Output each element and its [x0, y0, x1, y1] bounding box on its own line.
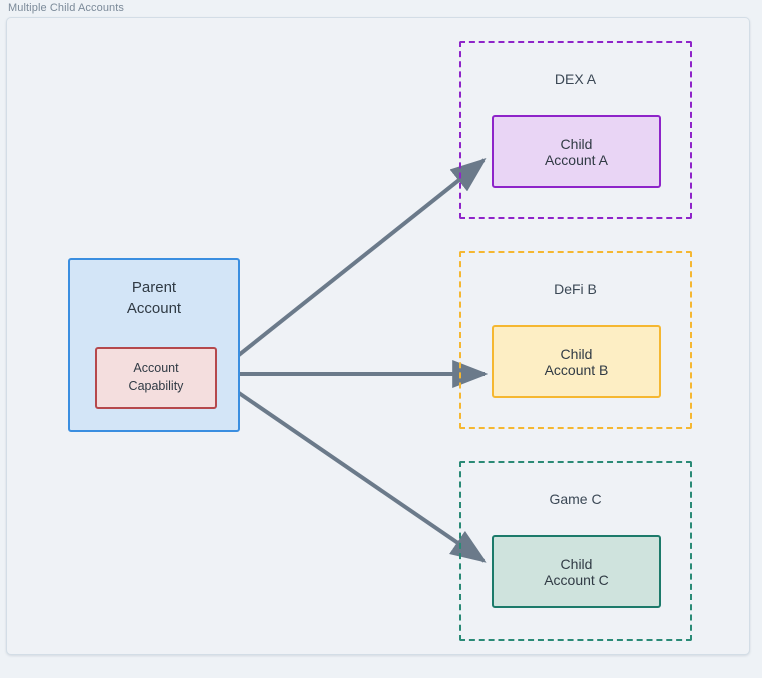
child-account-a-line1: Child [560, 135, 593, 152]
diagram-caption: Multiple Child Accounts [8, 2, 125, 14]
account-capability-node[interactable]: Account Capability [95, 347, 217, 409]
child-account-c-line1: Child [560, 555, 593, 572]
account-capability-line1: Account [133, 361, 179, 376]
child-account-c-node[interactable]: Child Account C [492, 535, 661, 608]
group-dex-a[interactable]: DEX A [459, 41, 692, 219]
child-account-c-line2: Account C [544, 571, 609, 588]
child-account-b-line1: Child [560, 345, 593, 362]
group-label-game-c: Game C [549, 491, 602, 507]
account-capability-line2: Capability [128, 379, 184, 393]
parent-account-node[interactable]: Parent Account Account Capability [68, 258, 240, 432]
child-account-a-line2: Account A [544, 151, 609, 168]
child-account-b-line2: Account B [544, 361, 609, 378]
group-label-dex-a: DEX A [554, 71, 597, 87]
parent-account-title-line1: Parent [131, 279, 177, 296]
group-game-c[interactable]: Game C [459, 461, 692, 641]
child-account-b-node[interactable]: Child Account B [492, 325, 661, 398]
group-defi-b[interactable]: DeFi B [459, 251, 692, 429]
group-label-defi-b: DeFi B [554, 281, 597, 297]
child-account-a-node[interactable]: Child Account A [492, 115, 661, 188]
parent-account-title-line2: Account [126, 300, 182, 318]
